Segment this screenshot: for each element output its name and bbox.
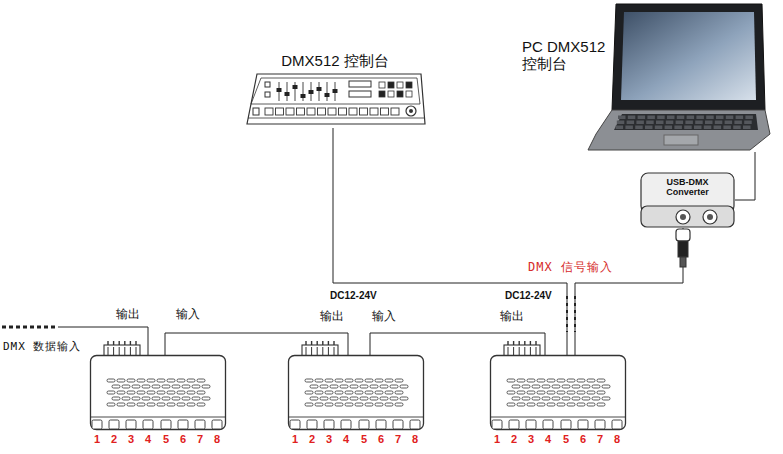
signal-cable — [370, 333, 545, 355]
signal-cable — [575, 228, 683, 355]
pin-number: 2 — [107, 433, 121, 446]
dmx-decoder-outline — [90, 355, 227, 447]
port-label: DMX 信号输入 — [528, 261, 613, 275]
voltage-label: DC12-24V — [505, 290, 552, 302]
port-label: 输入 — [176, 308, 200, 322]
dmx-decoder: 12345678 — [288, 355, 425, 447]
pin-number: 6 — [176, 433, 190, 446]
pin-number: 2 — [507, 433, 521, 446]
signal-cable — [735, 152, 755, 200]
port-label: DMX 数据输入 — [3, 341, 82, 354]
signal-cable — [333, 128, 567, 355]
pin-number: 4 — [339, 433, 353, 446]
pin-number: 3 — [124, 433, 138, 446]
pin-number: 6 — [374, 433, 388, 446]
pin-number: 1 — [90, 433, 104, 446]
pin-number: 5 — [559, 433, 573, 446]
port-label: 输出 — [500, 310, 524, 324]
node-title: PC DMX512 控制台 — [522, 38, 622, 73]
terminal-block — [504, 341, 540, 356]
pin-number: 4 — [141, 433, 155, 446]
pin-number: 3 — [322, 433, 336, 446]
pin-number: 8 — [610, 433, 624, 446]
dashed-cable — [574, 296, 576, 332]
pin-number: 6 — [576, 433, 590, 446]
node-title: USB-DMX Converter — [648, 177, 727, 198]
port-label: 输入 — [372, 310, 396, 324]
pin-number: 4 — [541, 433, 555, 446]
pin-number: 7 — [391, 433, 405, 446]
pin-number: 7 — [193, 433, 207, 446]
dmx-decoder: 12345678 — [90, 355, 227, 447]
dashed-cable — [2, 326, 56, 329]
signal-cable — [165, 333, 348, 355]
node-title: DMX512 控制台 — [245, 52, 425, 69]
pin-number: 1 — [288, 433, 302, 446]
voltage-label: DC12-24V — [330, 290, 377, 302]
port-label: 输出 — [320, 310, 344, 324]
pin-number: 2 — [305, 433, 319, 446]
dmx-decoder-outline — [490, 355, 627, 447]
pc-laptop: PC DMX512 控制台 — [518, 0, 770, 152]
pin-number: 7 — [593, 433, 607, 446]
pin-number: 3 — [524, 433, 538, 446]
pc-laptop-outline — [518, 0, 770, 152]
port-label: 输出 — [116, 308, 140, 322]
pin-number: 8 — [210, 433, 224, 446]
terminal-block — [104, 341, 140, 356]
terminal-block — [302, 341, 338, 356]
dashed-cable — [566, 296, 568, 332]
pin-number: 8 — [408, 433, 422, 446]
xlr-plug — [676, 229, 690, 267]
pin-number: 5 — [357, 433, 371, 446]
dmx-decoder: 12345678 — [490, 355, 627, 447]
usb-dmx-converter: USB-DMX Converter — [640, 172, 735, 228]
dmx-console: DMX512 控制台 — [245, 52, 427, 128]
pin-number: 5 — [159, 433, 173, 446]
pin-number: 1 — [490, 433, 504, 446]
dmx-decoder-outline — [288, 355, 425, 447]
